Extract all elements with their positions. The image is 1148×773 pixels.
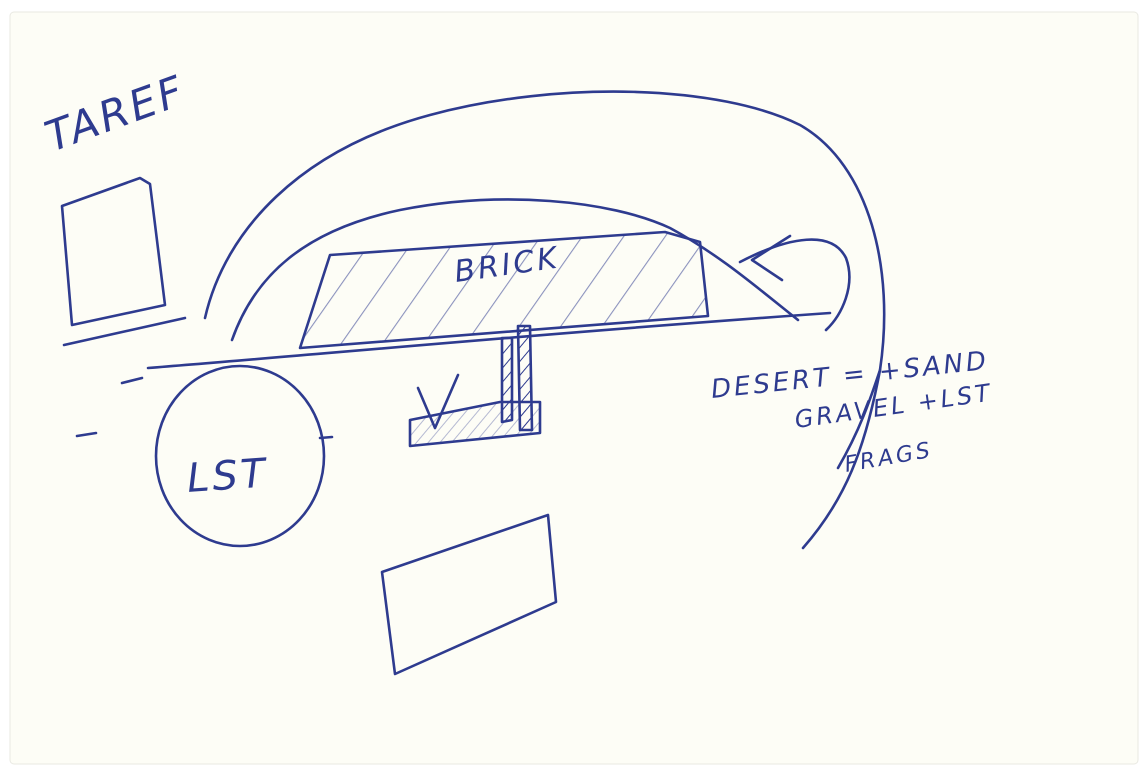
tick-mark bbox=[120, 376, 144, 385]
lst-circle bbox=[154, 364, 326, 548]
v-mark-icon bbox=[416, 373, 460, 430]
v-mark-label: V bbox=[418, 423, 422, 425]
arrow-line bbox=[738, 238, 851, 332]
inner-arc-line bbox=[230, 198, 800, 342]
brick-band bbox=[298, 230, 710, 350]
lower-box bbox=[380, 513, 558, 676]
arrow-head bbox=[750, 234, 792, 282]
taref-box bbox=[60, 176, 167, 327]
desert-pointer-line bbox=[836, 368, 882, 470]
paper-sheet bbox=[9, 11, 1139, 765]
lst-label: LST bbox=[185, 450, 270, 502]
taref-box-baseline bbox=[62, 316, 187, 347]
tick-mark bbox=[75, 431, 98, 438]
wall-foot-box bbox=[408, 400, 542, 448]
ground-line bbox=[146, 311, 832, 370]
outer-arc-line bbox=[203, 90, 886, 550]
